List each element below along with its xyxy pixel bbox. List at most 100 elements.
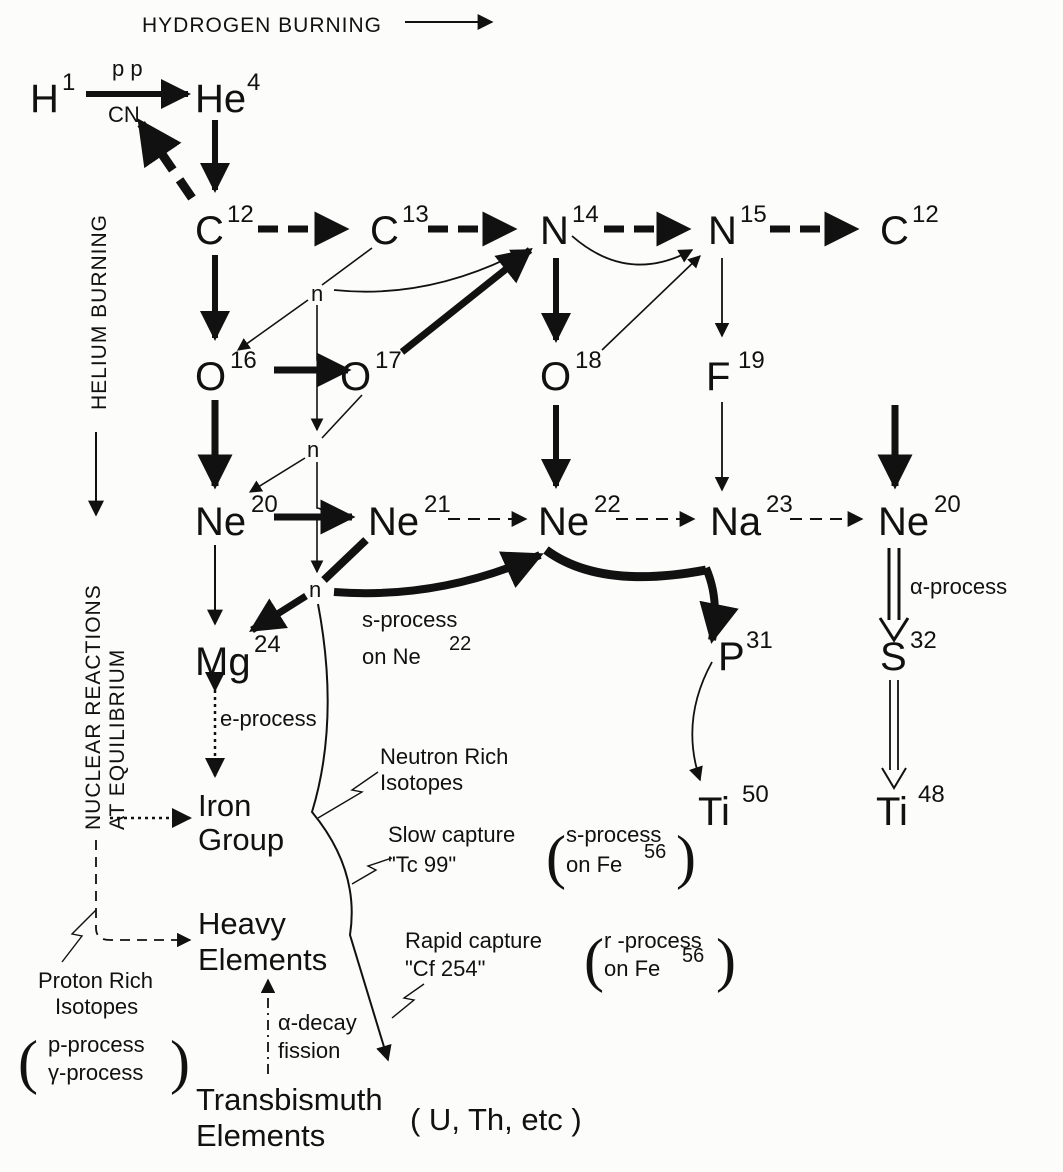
svg-text:Ne: Ne [538,500,589,544]
svg-text:O: O [195,355,226,399]
svg-text:"Tc 99": "Tc 99" [388,852,456,877]
svg-text:16: 16 [230,347,257,374]
heavy-elements-line1: Heavy [198,906,286,941]
svg-text:12: 12 [227,201,254,228]
arrow-n-mg24 [249,593,308,633]
svg-text:(: ( [18,1029,38,1095]
svg-text:): ) [716,927,736,993]
isotope-ne20-alpha: Ne 20 [878,491,961,544]
svg-text:Slow capture: Slow capture [388,822,515,847]
isotope-p31: P 31 [718,627,773,679]
arrow-s-process-ne22 [333,551,544,598]
arrow-equilibrium-heavy [95,840,192,948]
svg-text:48: 48 [918,781,945,808]
arrow-n-o16 [236,299,309,351]
svg-text:13: 13 [402,201,429,228]
svg-text:C: C [370,209,399,253]
svg-text:on Fe: on Fe [604,956,660,981]
svg-text:on Fe: on Fe [566,852,622,877]
s-process-label: s-process [362,607,457,632]
pointer-proton-rich [61,909,97,963]
line-o17-n [321,394,363,439]
isotope-ne22: Ne 22 [538,491,621,544]
svg-text:50: 50 [742,781,769,808]
line-ne21-n [321,537,369,583]
isotope-c12-cycle: C 12 [880,201,939,253]
isotope-h1: H 1 [30,69,75,121]
isotope-n15: N 15 [708,201,767,253]
svg-text:He: He [195,77,246,121]
arrow-s-process-p31 [699,566,739,644]
isotope-ne21: Ne 21 [368,491,451,544]
arrow-c12-cn [136,118,196,201]
pointer-neutron-rich [317,771,379,819]
svg-text:(: ( [584,927,604,993]
line-s-process-arc [543,546,707,582]
equilibrium-label-line1: NUCLEAR REACTIONS [82,584,105,830]
transbismuth-line2: Elements [196,1118,325,1153]
isotope-he4: He 4 [195,69,260,121]
svg-text:Ne: Ne [878,500,929,544]
isotope-o16: O 16 [195,347,257,399]
iron-group-line2: Group [198,822,284,857]
svg-text:20: 20 [251,491,278,518]
svg-text:S: S [880,635,907,679]
arrow-neutron-capture-path [310,603,392,1062]
on-ne22-label: on Ne 22 [362,633,471,669]
isotope-s32: S 32 [880,627,937,679]
neutron-rich-label-1: Neutron Rich [380,744,508,769]
svg-text:24: 24 [254,631,281,658]
svg-text:C: C [195,209,224,253]
arrow-n-ne20 [248,457,306,493]
svg-text:17: 17 [375,347,402,374]
svg-text:21: 21 [424,491,451,518]
rapid-capture-label: Rapid capture "Cf 254" ( r -process on F… [405,927,736,993]
proton-rich-label: Proton Rich Isotopes ( p-process γ-proce… [18,968,190,1095]
isotope-ti50: Ti 50 [698,781,769,834]
svg-text:"Cf 254": "Cf 254" [405,956,485,981]
neutron-rich-label-2: Isotopes [380,770,463,795]
svg-text:γ-process: γ-process [48,1060,143,1085]
fission-label: fission [278,1038,340,1063]
svg-text:32: 32 [910,627,937,654]
svg-text:14: 14 [572,201,599,228]
arrow-p31-ti50 [689,661,713,782]
neutron-node-3: n [309,577,321,602]
isotope-c13: C 13 [370,201,429,253]
svg-text:56: 56 [644,841,666,863]
isotope-na23: Na 23 [710,491,793,544]
svg-text:N: N [540,209,569,253]
svg-text:H: H [30,77,59,121]
arrow-o18-n15 [601,255,701,351]
svg-text:Rapid capture: Rapid capture [405,928,542,953]
helium-burning-label: HELIUM BURNING [88,214,111,410]
svg-text:31: 31 [746,627,773,654]
arrow-n14-n15-curve [571,235,694,266]
svg-text:(: ( [546,824,566,890]
arrow-ne20-s32 [878,548,910,643]
svg-text:C: C [880,209,909,253]
svg-text:on Ne: on Ne [362,644,421,669]
svg-text:Proton Rich: Proton Rich [38,968,153,993]
svg-text:O: O [340,355,371,399]
svg-text:F: F [706,355,730,399]
isotope-o18: O 18 [540,347,602,399]
slow-capture-label: Slow capture "Tc 99" ( s-process on Fe 5… [388,822,696,890]
isotope-o17: O 17 [340,347,402,399]
svg-text:Na: Na [710,500,762,544]
svg-text:Isotopes: Isotopes [55,994,138,1019]
actinides-label: ( U, Th, etc ) [410,1102,582,1137]
isotope-n14: N 14 [540,201,599,253]
arrow-n-n14 [333,249,526,293]
transbismuth-line1: Transbismuth [196,1082,383,1117]
arrow-s32-ti48 [881,680,907,790]
isotope-c12: C 12 [195,201,254,253]
svg-text:s-process: s-process [566,822,661,847]
svg-text:20: 20 [934,491,961,518]
svg-text:O: O [540,355,571,399]
svg-text:23: 23 [766,491,793,518]
svg-text:): ) [676,824,696,890]
line-c13-n [321,247,373,286]
isotope-mg24: Mg 24 [195,631,281,684]
